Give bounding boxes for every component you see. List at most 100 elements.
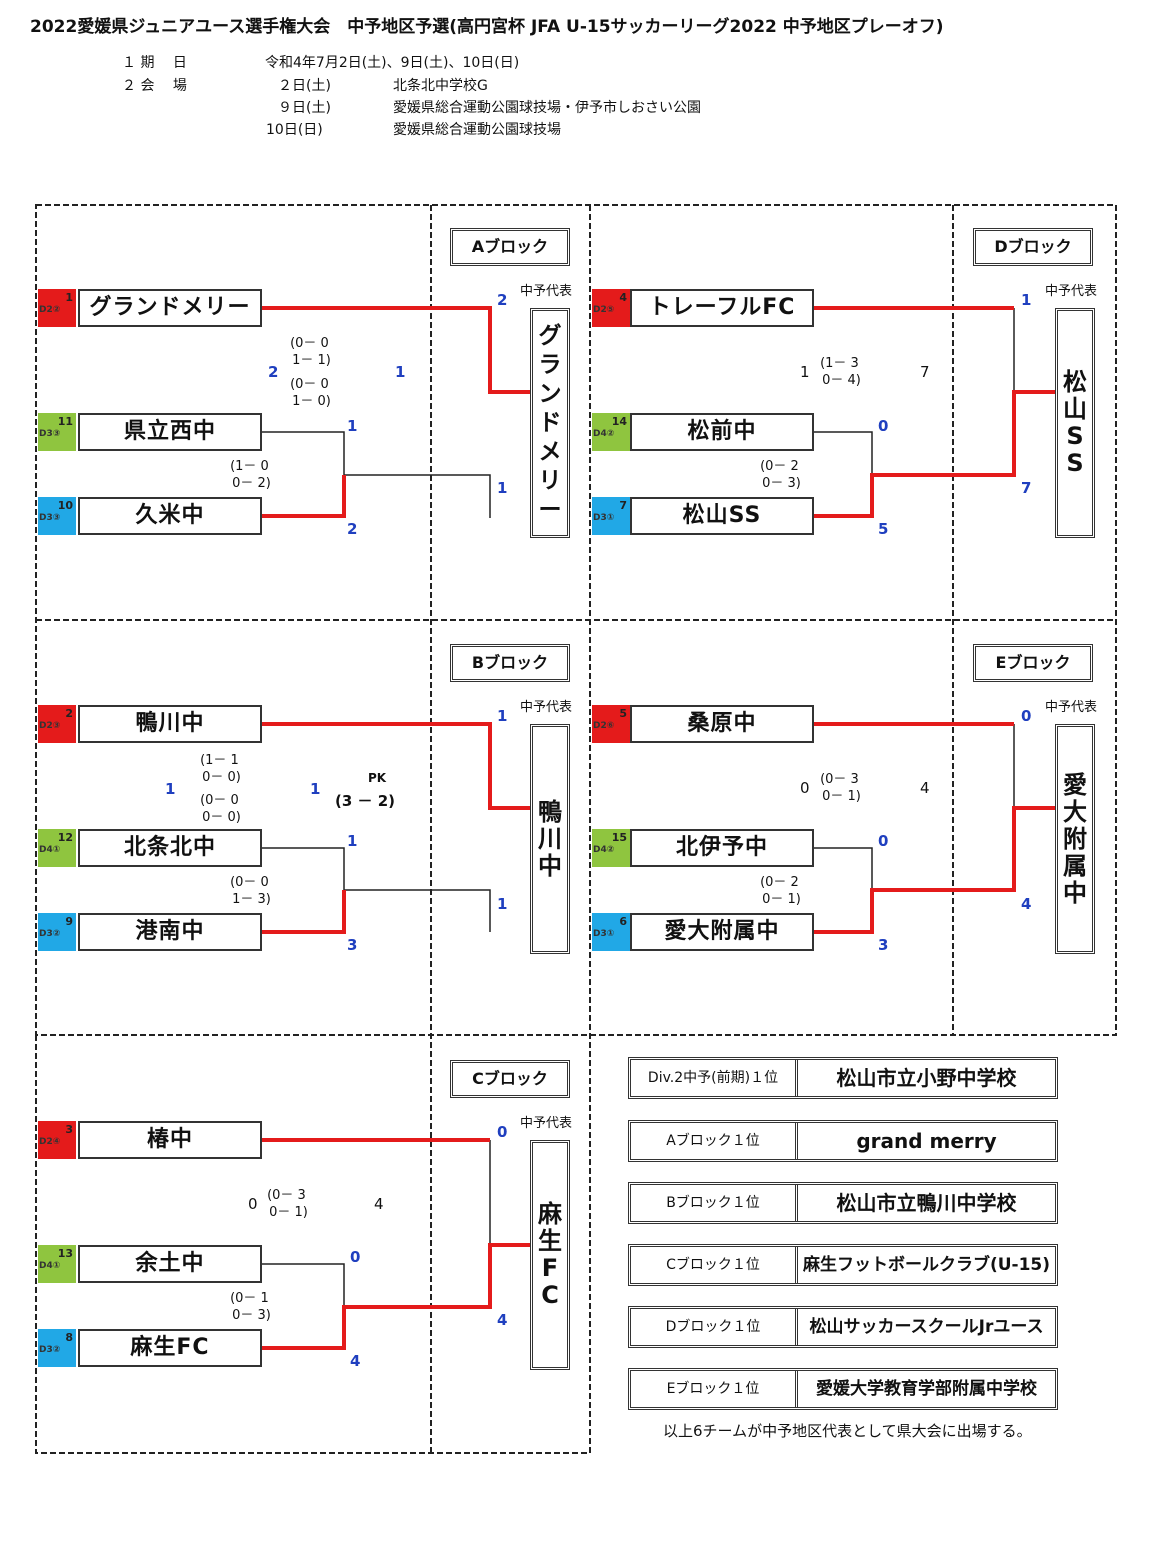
winner-char: 愛 — [1063, 770, 1087, 799]
winner-char: 鴨 — [538, 797, 562, 826]
semi-detail: (0－ 1 0－ 3) — [230, 1291, 271, 1323]
result-value: 松山市立小野中学校 — [836, 1066, 1017, 1090]
rep-label: 中予代表 — [520, 1116, 573, 1131]
venue-day: ２日(土) — [278, 78, 331, 94]
result-label: Bブロック１位 — [631, 1185, 798, 1221]
result-label: Div.2中予(前期)１位 — [631, 1060, 798, 1096]
winner-char: 松 — [1063, 368, 1087, 396]
bracket-loser-lines — [262, 308, 1015, 1307]
score: 4 — [1021, 895, 1032, 913]
score: 0 — [800, 779, 810, 797]
result-row: Eブロック１位 愛媛大学教育学部附属中学校 — [628, 1368, 1058, 1410]
winner-char: 中 — [1063, 878, 1087, 907]
score: 1 — [347, 417, 358, 435]
block-a-winner: グランドメリー — [530, 308, 570, 538]
venue-day: 10日(日) — [266, 122, 323, 138]
semi-detail: (0－ 0 1－ 3) — [230, 875, 271, 907]
winner-char: ラ — [538, 351, 562, 378]
result-label: Dブロック１位 — [631, 1309, 798, 1345]
score: 1 — [310, 780, 321, 798]
period-label: １ 期 日 — [122, 55, 187, 71]
rep-label: 中予代表 — [520, 284, 573, 299]
winner-char: グ — [538, 322, 562, 349]
winner-char: 山 — [1063, 395, 1087, 423]
result-row: Aブロック１位 grand merry — [628, 1120, 1058, 1162]
venue-day: ９日(土) — [278, 100, 331, 116]
team-name: 余土中 — [78, 1245, 262, 1283]
score: 4 — [350, 1352, 361, 1370]
score: 2 — [347, 520, 358, 538]
venue-place: 愛媛県総合運動公園球技場 — [393, 122, 561, 138]
winner-char: 属 — [1063, 851, 1087, 880]
final-detail: (0－ 0 1－ 0) — [290, 377, 331, 409]
rep-label: 中予代表 — [1045, 284, 1098, 299]
winner-char: S — [1066, 422, 1084, 450]
block-b-winner: 鴨川中 — [530, 724, 570, 954]
team-name: トレーフルFC — [630, 289, 814, 327]
score: 0 — [497, 1123, 508, 1141]
block-e-title: Eブロック — [973, 644, 1093, 682]
semi-detail: (0－ 2 0－ 1) — [760, 875, 801, 907]
block-e-winner: 愛大附属中 — [1055, 724, 1095, 954]
winner-char: メ — [538, 438, 562, 465]
score: 1 — [497, 707, 508, 725]
score: 1 — [395, 363, 406, 381]
winner-char: 生 — [538, 1227, 562, 1255]
dashed-frame — [35, 204, 1117, 1454]
team-name: 桑原中 — [630, 705, 814, 743]
score: 7 — [920, 363, 930, 381]
final-detail: (0－ 3 0－ 1) — [820, 772, 861, 804]
final-detail: (1－ 3 0－ 4) — [820, 356, 861, 388]
result-value: 麻生フットボールクラブ(U-15) — [802, 1255, 1051, 1275]
block-d-title: Dブロック — [973, 228, 1093, 266]
venue-place: 北条北中学校G — [393, 78, 488, 94]
venue-place: 愛媛県総合運動公園球技場・伊予市しおさい公園 — [393, 100, 701, 116]
team-name: 県立西中 — [78, 413, 262, 451]
result-row: Div.2中予(前期)１位 松山市立小野中学校 — [628, 1057, 1058, 1099]
winner-char: 麻 — [538, 1200, 562, 1228]
result-label: Aブロック１位 — [631, 1123, 798, 1159]
team-name: 麻生FC — [78, 1329, 262, 1367]
winner-char: リ — [538, 467, 562, 494]
score: 1 — [497, 479, 508, 497]
score: 0 — [878, 417, 889, 435]
block-b-title: Bブロック — [450, 644, 570, 682]
winner-char: C — [541, 1281, 559, 1309]
team-name: グランドメリー — [78, 289, 262, 327]
result-value: 松山サッカースクールJrユース — [809, 1317, 1044, 1337]
team-name: 北伊予中 — [630, 829, 814, 867]
team-name: 椿中 — [78, 1121, 262, 1159]
score: 4 — [497, 1311, 508, 1329]
winner-char: ー — [538, 496, 562, 523]
venue-label: ２ 会 場 — [122, 78, 187, 94]
footer-note: 以上6チームが中予地区代表として県大会に出場する。 — [663, 1422, 1032, 1440]
score: 4 — [374, 1195, 384, 1213]
rep-label: 中予代表 — [1045, 700, 1098, 715]
pk-score: (3 － 2) — [335, 792, 396, 810]
score: 0 — [350, 1248, 361, 1266]
winner-char: S — [1066, 449, 1084, 477]
result-label: Eブロック１位 — [631, 1371, 798, 1407]
winner-char: ン — [538, 380, 562, 407]
team-name: 愛大附属中 — [630, 913, 814, 951]
result-label: Cブロック１位 — [631, 1247, 798, 1283]
result-row: Dブロック１位 松山サッカースクールJrユース — [628, 1306, 1058, 1348]
rep-label: 中予代表 — [520, 700, 573, 715]
team-name: 松前中 — [630, 413, 814, 451]
score: 4 — [920, 779, 930, 797]
block-a-title: Aブロック — [450, 228, 570, 266]
score: 0 — [248, 1195, 258, 1213]
